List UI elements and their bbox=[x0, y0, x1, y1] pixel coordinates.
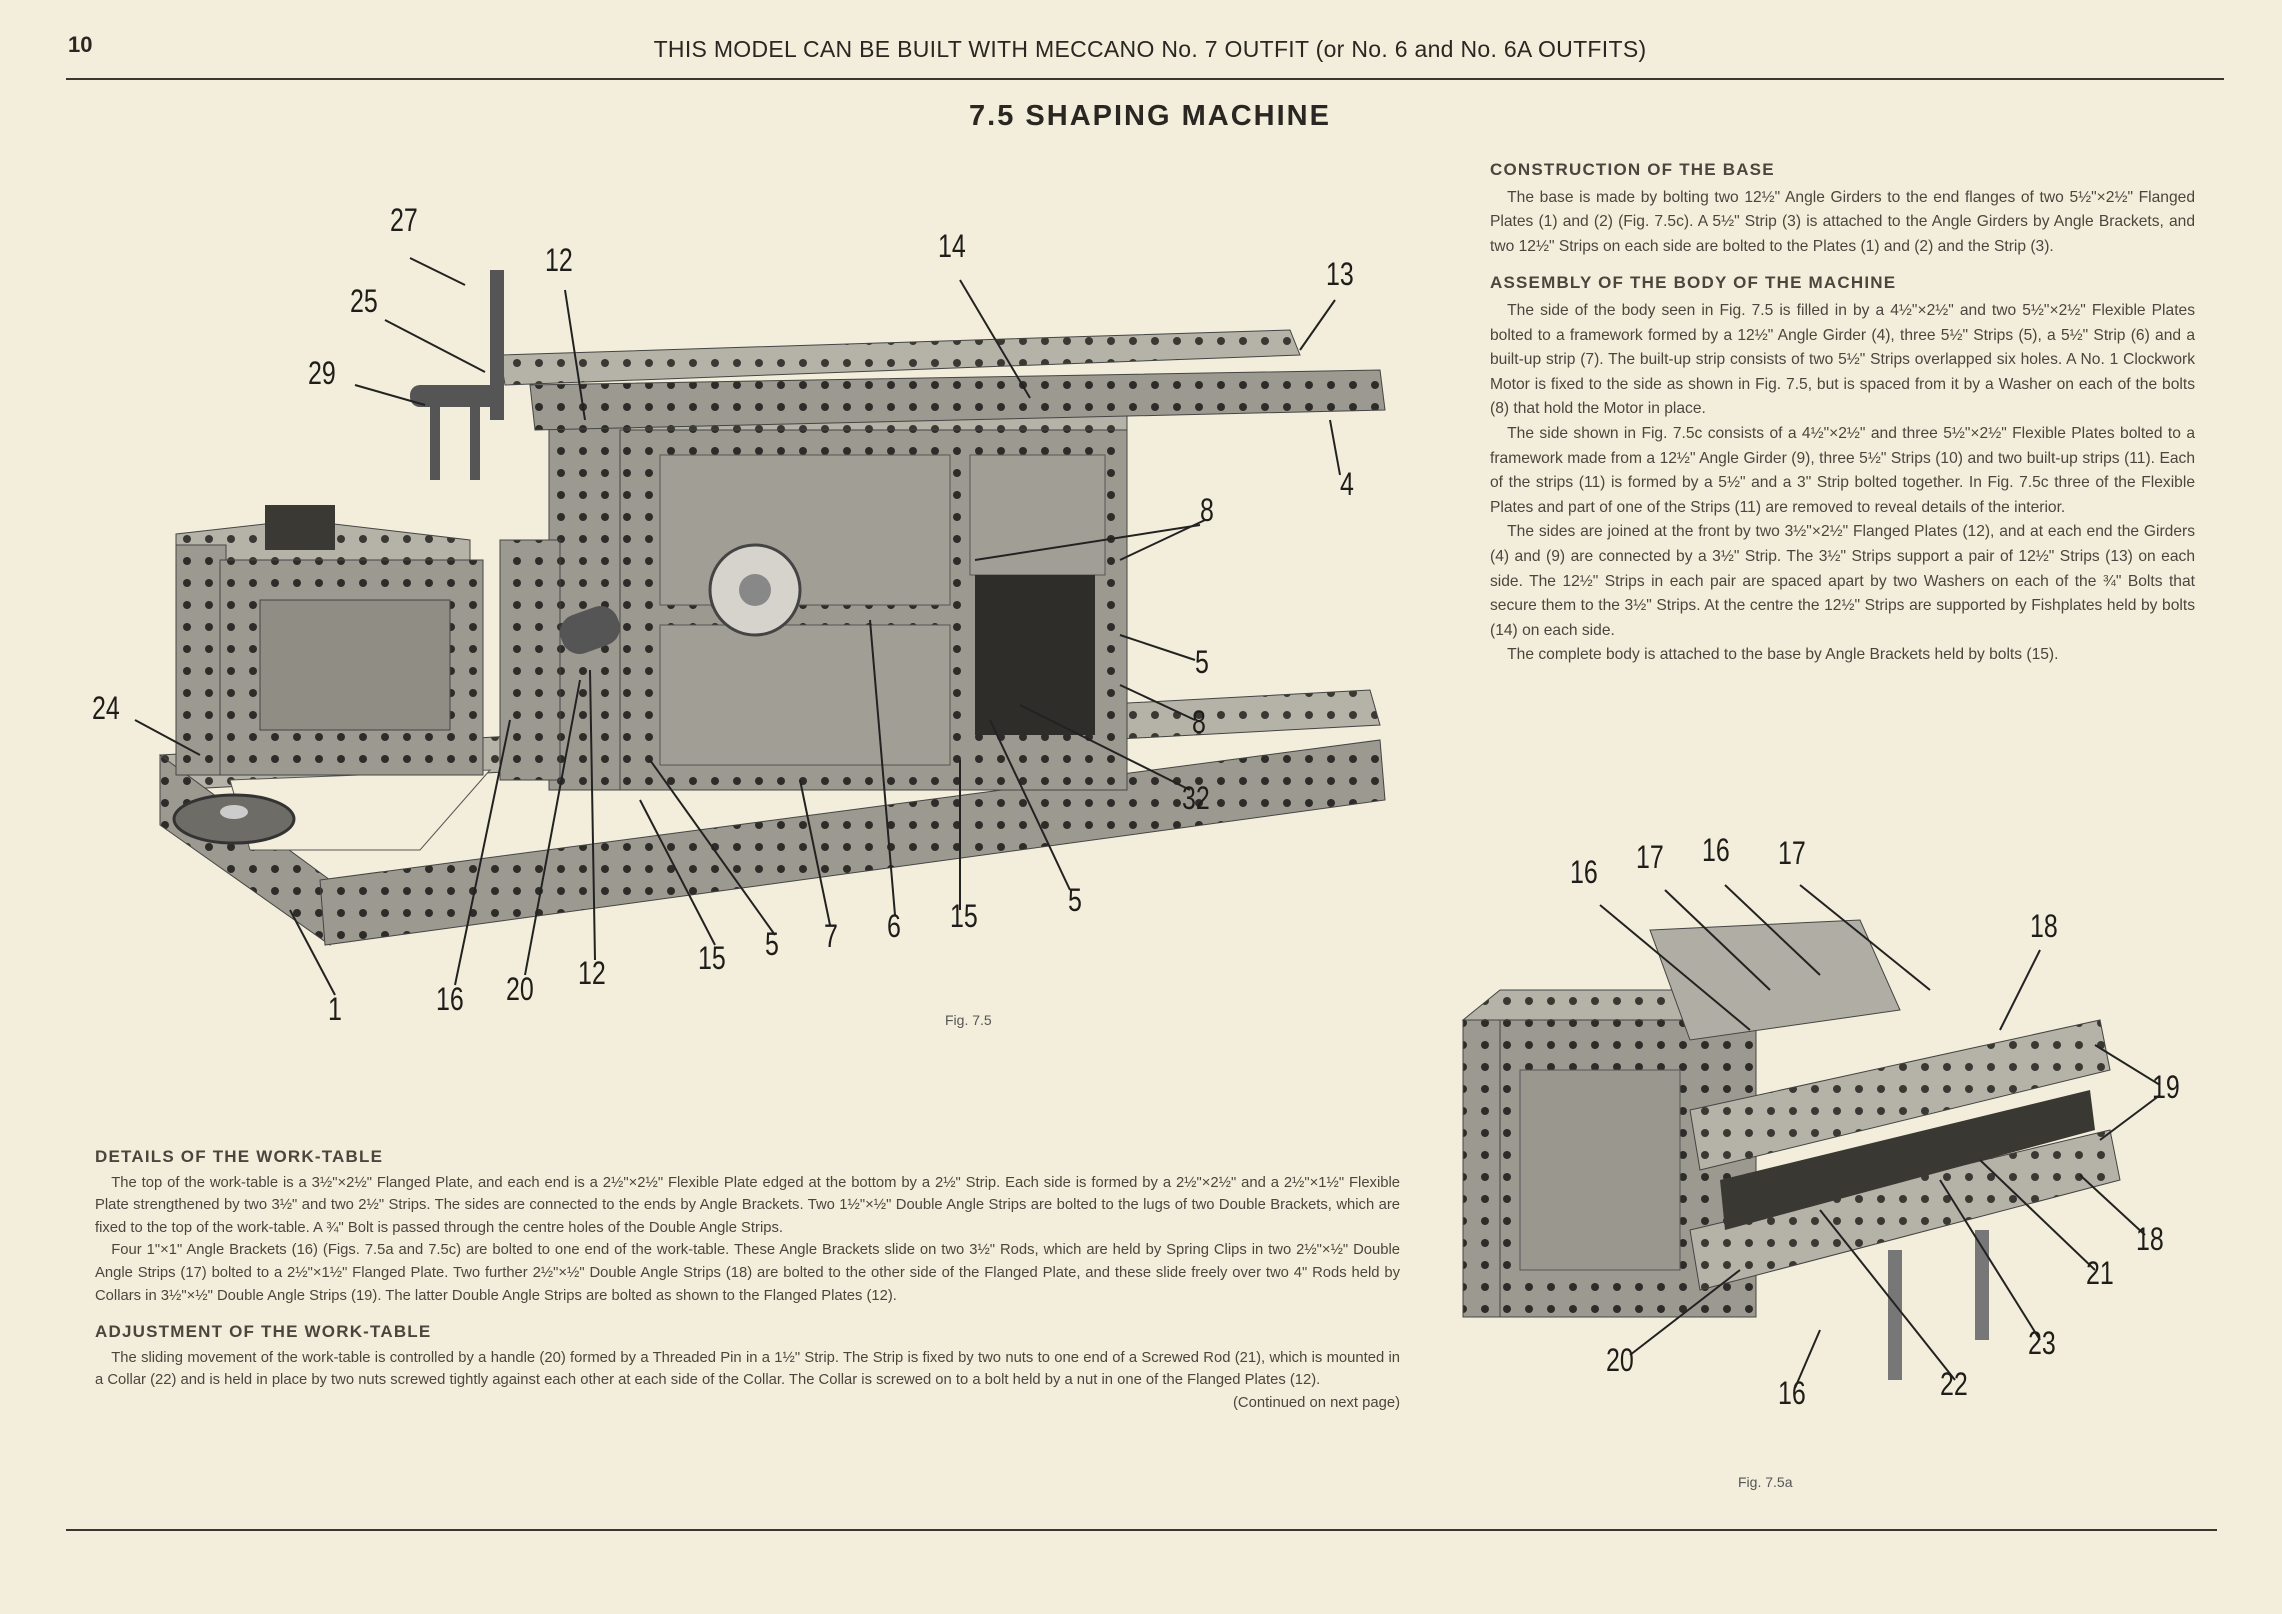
callout: 18 bbox=[2136, 1221, 2164, 1257]
callout: 32 bbox=[1182, 780, 1210, 816]
callout: 17 bbox=[1778, 835, 1806, 871]
callout: 6 bbox=[887, 908, 901, 944]
paragraph: The sides are joined at the front by two… bbox=[1490, 523, 2195, 639]
fig-7-5a-worktable bbox=[1461, 884, 2161, 1389]
callout: 5 bbox=[765, 926, 779, 962]
callout: 5 bbox=[1068, 882, 1082, 918]
paragraph: The base is made by bolting two 12½" Ang… bbox=[1490, 188, 2195, 255]
paragraph: The complete body is attached to the bas… bbox=[1507, 646, 2059, 664]
callout: 20 bbox=[1606, 1342, 1634, 1378]
callout: 25 bbox=[350, 283, 378, 319]
paragraph: The top of the work-table is a 3½"×2½" F… bbox=[95, 1174, 1400, 1236]
callout: 12 bbox=[545, 242, 573, 278]
callout: 29 bbox=[308, 355, 336, 391]
callout: 19 bbox=[2152, 1069, 2180, 1105]
callout: 5 bbox=[1195, 644, 1209, 680]
running-head: THIS MODEL CAN BE BUILT WITH MECCANO No.… bbox=[653, 36, 1647, 62]
callout: 20 bbox=[506, 971, 534, 1007]
heading-worktable: DETAILS OF THE WORK-TABLE bbox=[95, 1147, 384, 1166]
callout: 16 bbox=[1570, 854, 1598, 890]
callout: 4 bbox=[1340, 466, 1354, 502]
callout: 16 bbox=[436, 981, 464, 1017]
paragraph: The side of the body seen in Fig. 7.5 is… bbox=[1490, 301, 2195, 418]
paragraph: The side shown in Fig. 7.5c consists of … bbox=[1490, 424, 2195, 516]
callout: 8 bbox=[1192, 704, 1206, 740]
heading-base: CONSTRUCTION OF THE BASE bbox=[1490, 160, 1775, 179]
heading-body: ASSEMBLY OF THE BODY OF THE MACHINE bbox=[1490, 273, 1897, 293]
callout: 16 bbox=[1702, 832, 1730, 868]
footer-rule bbox=[66, 1529, 2217, 1531]
callout: 12 bbox=[578, 955, 606, 991]
callout: 22 bbox=[1940, 1366, 1968, 1402]
bottom-text-column: DETAILS OF THE WORK-TABLE The top of the… bbox=[95, 1146, 1400, 1415]
callout: 8 bbox=[1200, 492, 1214, 528]
callout: 1 bbox=[328, 991, 342, 1027]
callout: 27 bbox=[390, 202, 418, 238]
header-rule bbox=[66, 78, 2224, 80]
callout: 21 bbox=[2086, 1255, 2114, 1291]
callout: 15 bbox=[698, 940, 726, 976]
callout: 18 bbox=[2030, 908, 2058, 944]
callout: 15 bbox=[950, 898, 978, 934]
paragraph: Four 1"×1" Angle Brackets (16) (Figs. 7.… bbox=[95, 1242, 1400, 1304]
heading-adjustment: ADJUSTMENT OF THE WORK-TABLE bbox=[95, 1322, 432, 1342]
continued-note: (Continued on next page) bbox=[1233, 1394, 1400, 1411]
callout: 14 bbox=[938, 228, 966, 264]
callout: 7 bbox=[824, 918, 838, 954]
page-title: 7.5 SHAPING MACHINE bbox=[969, 100, 1331, 132]
callout: 23 bbox=[2028, 1325, 2056, 1361]
right-text-column: CONSTRUCTION OF THE BASE The base is mad… bbox=[1490, 158, 2195, 668]
figure-caption-7-5a: Fig. 7.5a bbox=[1738, 1474, 1793, 1490]
callout: 17 bbox=[1636, 839, 1664, 875]
callout: 16 bbox=[1778, 1375, 1806, 1411]
callout: 24 bbox=[92, 690, 120, 726]
paragraph: The sliding movement of the work-table i… bbox=[95, 1349, 1400, 1389]
page-number: 10 bbox=[68, 32, 93, 57]
fig-7-5-machine bbox=[134, 257, 1386, 996]
callout: 13 bbox=[1326, 256, 1354, 292]
figure-caption-7-5: Fig. 7.5 bbox=[945, 1012, 992, 1028]
